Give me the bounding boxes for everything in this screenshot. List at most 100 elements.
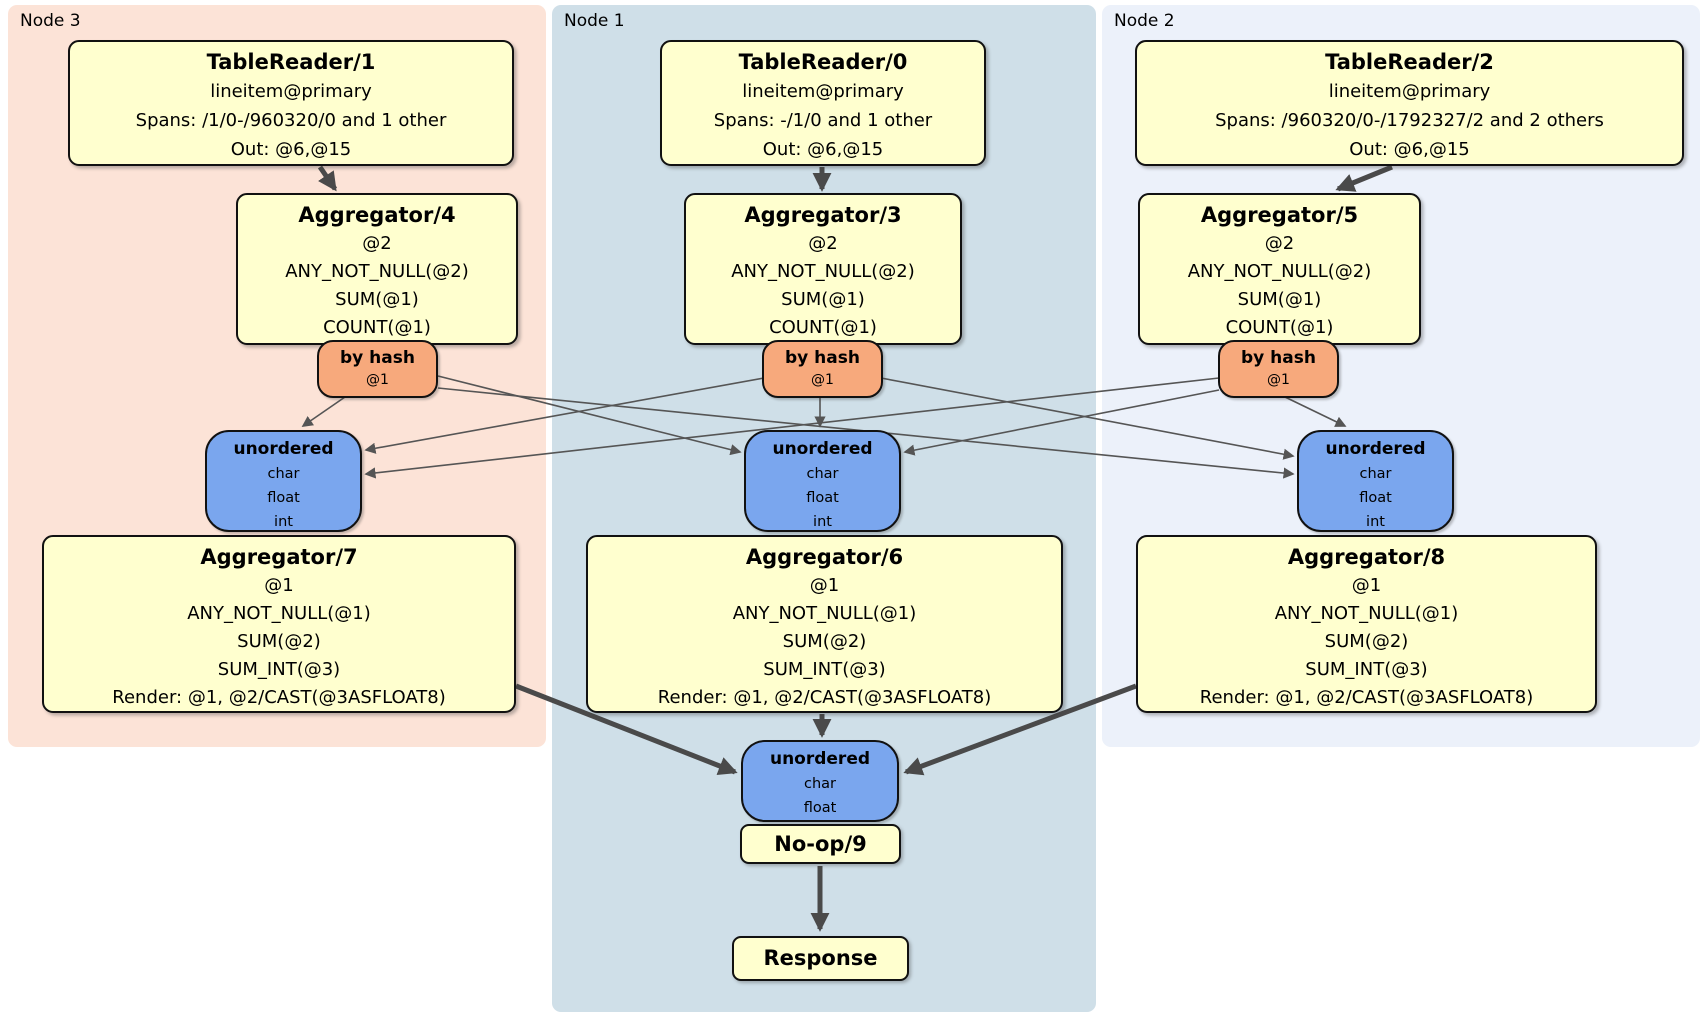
box-line: SUM(@2) (1324, 631, 1409, 652)
box-line: SUM_INT(@3) (217, 659, 341, 680)
unordered-sync-node1: unordered char float int (744, 430, 901, 532)
box-line: @1 (264, 575, 294, 596)
sync-line: char (803, 776, 836, 792)
aggregator-7-box: Aggregator/7 @1 ANY_NOT_NULL(@1) SUM(@2)… (42, 535, 516, 713)
box-line: ANY_NOT_NULL(@1) (187, 603, 371, 624)
box-line: SUM(@1) (781, 289, 865, 310)
box-title: Aggregator/5 (1200, 203, 1359, 227)
box-line: @2 (808, 233, 838, 254)
box-line: COUNT(@1) (769, 317, 877, 338)
box-line: SUM(@2) (237, 631, 321, 652)
edge-byhash3-unordered3 (301, 396, 346, 427)
node2-label: Node 2 (1114, 11, 1175, 31)
aggregator-8-box: Aggregator/8 @1 ANY_NOT_NULL(@1) SUM(@2)… (1136, 535, 1597, 713)
sync-line: char (267, 466, 300, 482)
sync-line: float (1359, 490, 1392, 506)
box-line: Spans: /960320/0-/1792327/2 and 2 others (1215, 110, 1604, 131)
box-line: lineitem@primary (1328, 81, 1491, 102)
aggregator-4-box: Aggregator/4 @2 ANY_NOT_NULL(@2) SUM(@1)… (236, 193, 518, 345)
box-line: COUNT(@1) (323, 317, 431, 338)
box-line: @2 (1264, 233, 1295, 254)
response-box: Response (732, 936, 909, 981)
box-line: Out: @6,@15 (230, 139, 352, 160)
unordered-sync-final: unordered char float (741, 740, 899, 822)
sync-title: unordered (1325, 439, 1426, 459)
aggregator-6-box: Aggregator/6 @1 ANY_NOT_NULL(@1) SUM(@2)… (586, 535, 1063, 713)
box-line: @2 (362, 233, 392, 254)
sync-line: float (267, 490, 300, 506)
box-line: Render: @1, @2/CAST(@3ASFLOAT8) (112, 687, 446, 708)
box-line: Out: @6,@15 (762, 139, 884, 160)
sync-line: float (806, 490, 839, 506)
tablereader-1-box: TableReader/1 lineitem@primary Spans: /1… (68, 40, 514, 166)
box-line: ANY_NOT_NULL(@1) (732, 603, 917, 624)
node1-label: Node 1 (564, 11, 625, 31)
byhash-router-node2: by hash @1 (1218, 340, 1339, 398)
edge-byhash1-unordered3 (364, 377, 765, 454)
byhash-router-node3: by hash @1 (317, 340, 438, 398)
box-line: ANY_NOT_NULL(@2) (1187, 261, 1372, 282)
router-title: by hash (340, 348, 415, 368)
box-title: Response (763, 946, 878, 970)
box-line: lineitem@primary (210, 81, 372, 102)
box-title: Aggregator/3 (744, 203, 902, 227)
box-line: SUM(@1) (335, 289, 419, 310)
box-title: TableReader/0 (738, 50, 908, 74)
unordered-sync-node2: unordered char float int (1297, 430, 1454, 532)
box-line: Render: @1, @2/CAST(@3ASFLOAT8) (657, 687, 992, 708)
edge-byhash2-unordered1 (903, 389, 1220, 456)
edge-tablereader2-aggregator5 (1335, 164, 1393, 192)
box-title: Aggregator/6 (745, 545, 904, 569)
box-line: @1 (809, 575, 840, 596)
box-line: ANY_NOT_NULL(@2) (285, 261, 469, 282)
edge-byhash2-unordered2 (1284, 396, 1347, 427)
box-line: SUM_INT(@3) (763, 659, 886, 680)
box-line: ANY_NOT_NULL(@1) (1274, 603, 1459, 624)
router-detail: @1 (811, 372, 834, 388)
node3-label: Node 3 (20, 11, 81, 31)
box-line: Spans: /1/0-/960320/0 and 1 other (135, 110, 447, 131)
tablereader-2-box: TableReader/2 lineitem@primary Spans: /9… (1135, 40, 1684, 166)
box-line: @1 (1351, 575, 1382, 596)
box-line: lineitem@primary (742, 81, 904, 102)
box-line: Render: @1, @2/CAST(@3ASFLOAT8) (1199, 687, 1534, 708)
edge-tablereader1-aggregator4 (317, 165, 338, 192)
sync-line: float (803, 800, 837, 816)
router-detail: @1 (366, 372, 389, 388)
sync-title: unordered (772, 439, 873, 459)
box-line: SUM(@2) (782, 631, 867, 652)
router-title: by hash (785, 348, 860, 368)
sync-line: int (813, 514, 832, 530)
sync-line: int (1366, 514, 1385, 530)
byhash-router-node1: by hash @1 (762, 340, 883, 398)
sync-title: unordered (233, 439, 334, 459)
edge-aggregator7-final-unordered (515, 683, 738, 775)
box-line: Out: @6,@15 (1349, 139, 1470, 160)
box-line: SUM_INT(@3) (1305, 659, 1428, 680)
box-title: Aggregator/7 (200, 545, 358, 569)
box-line: ANY_NOT_NULL(@2) (731, 261, 915, 282)
box-title: TableReader/1 (206, 50, 376, 74)
box-title: No-op/9 (774, 832, 867, 856)
sync-line: char (1359, 466, 1392, 482)
edge-byhash1-unordered2 (880, 377, 1295, 460)
aggregator-5-box: Aggregator/5 @2 ANY_NOT_NULL(@2) SUM(@1)… (1138, 193, 1421, 345)
box-line: COUNT(@1) (1225, 317, 1334, 338)
router-detail: @1 (1267, 372, 1290, 388)
sync-line: char (806, 466, 839, 482)
sync-line: int (274, 514, 293, 530)
edge-byhash3-unordered1 (437, 375, 742, 456)
sync-title: unordered (769, 749, 871, 769)
router-title: by hash (1241, 348, 1316, 368)
box-title: Aggregator/4 (298, 203, 456, 227)
unordered-sync-node3: unordered char float int (205, 430, 362, 532)
box-line: SUM(@1) (1237, 289, 1322, 310)
edge-aggregator8-final-unordered (903, 683, 1137, 776)
edge-byhash2-unordered3 (364, 377, 1220, 479)
aggregator-3-box: Aggregator/3 @2 ANY_NOT_NULL(@2) SUM(@1)… (684, 193, 962, 345)
box-title: Aggregator/8 (1287, 545, 1446, 569)
noop-box: No-op/9 (740, 824, 901, 864)
box-line: Spans: -/1/0 and 1 other (713, 110, 933, 131)
